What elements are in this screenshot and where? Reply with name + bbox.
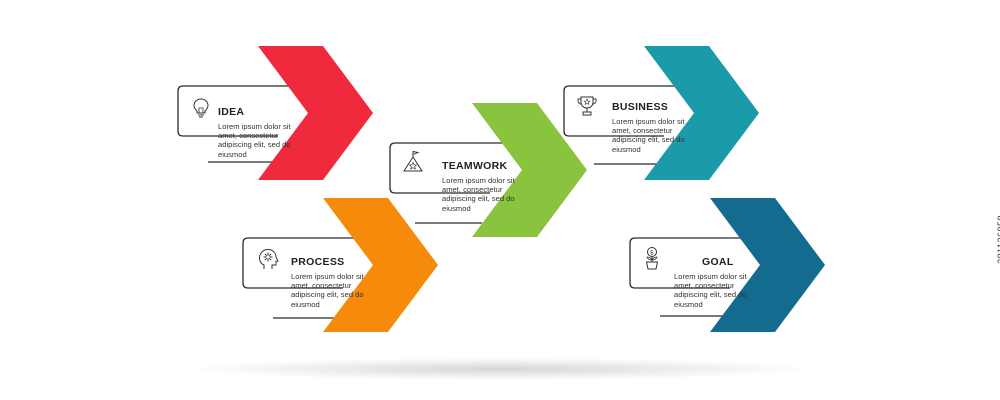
trophy-icon [577,96,597,116]
step-teamwork-title: TEAMWORK [442,160,508,172]
mountain-flag-icon [403,150,423,172]
step-idea-title: IDEA [218,106,245,118]
money-plant-icon: $ [645,247,659,270]
stock-id-watermark: 381136058 [996,215,1000,264]
step-business-chevron [644,46,759,180]
step-process-text: Lorem ipsum dolor sit amet, consectetur … [291,272,364,309]
floor-shadow [190,358,810,380]
step-teamwork-chevron [472,103,587,237]
step-business-title: BUSINESS [612,101,669,113]
step-process-chevron [323,198,438,332]
svg-text:$: $ [650,248,654,256]
step-goal-title: GOAL [702,256,734,268]
step-idea-chevron [258,46,373,180]
step-goal-chevron [710,198,825,332]
step-goal: $ GOAL Lorem ipsum dolor sit amet, conse… [629,198,830,338]
step-idea: IDEA Lorem ipsum dolor sit amet, consect… [177,46,378,186]
step-business: BUSINESS Lorem ipsum dolor sit amet, con… [563,46,764,186]
step-goal-graphic [629,198,825,332]
head-gear-icon [258,248,279,269]
step-process-title: PROCESS [291,256,345,268]
step-teamwork-graphic [389,103,587,237]
step-teamwork-text: Lorem ipsum dolor sit amet, consectetur … [442,176,515,213]
step-business-graphic [563,46,759,180]
step-teamwork: TEAMWORK Lorem ipsum dolor sit amet, con… [389,103,590,243]
step-business-text: Lorem ipsum dolor sit amet, consectetur … [612,117,685,154]
step-process-graphic [242,198,438,332]
step-idea-graphic [177,46,373,180]
step-idea-text: Lorem ipsum dolor sit amet, consectetur … [218,122,291,159]
step-goal-text: Lorem ipsum dolor sit amet, consectetur … [674,272,747,309]
step-process: PROCESS Lorem ipsum dolor sit amet, cons… [242,198,443,338]
lightbulb-icon [193,98,209,118]
